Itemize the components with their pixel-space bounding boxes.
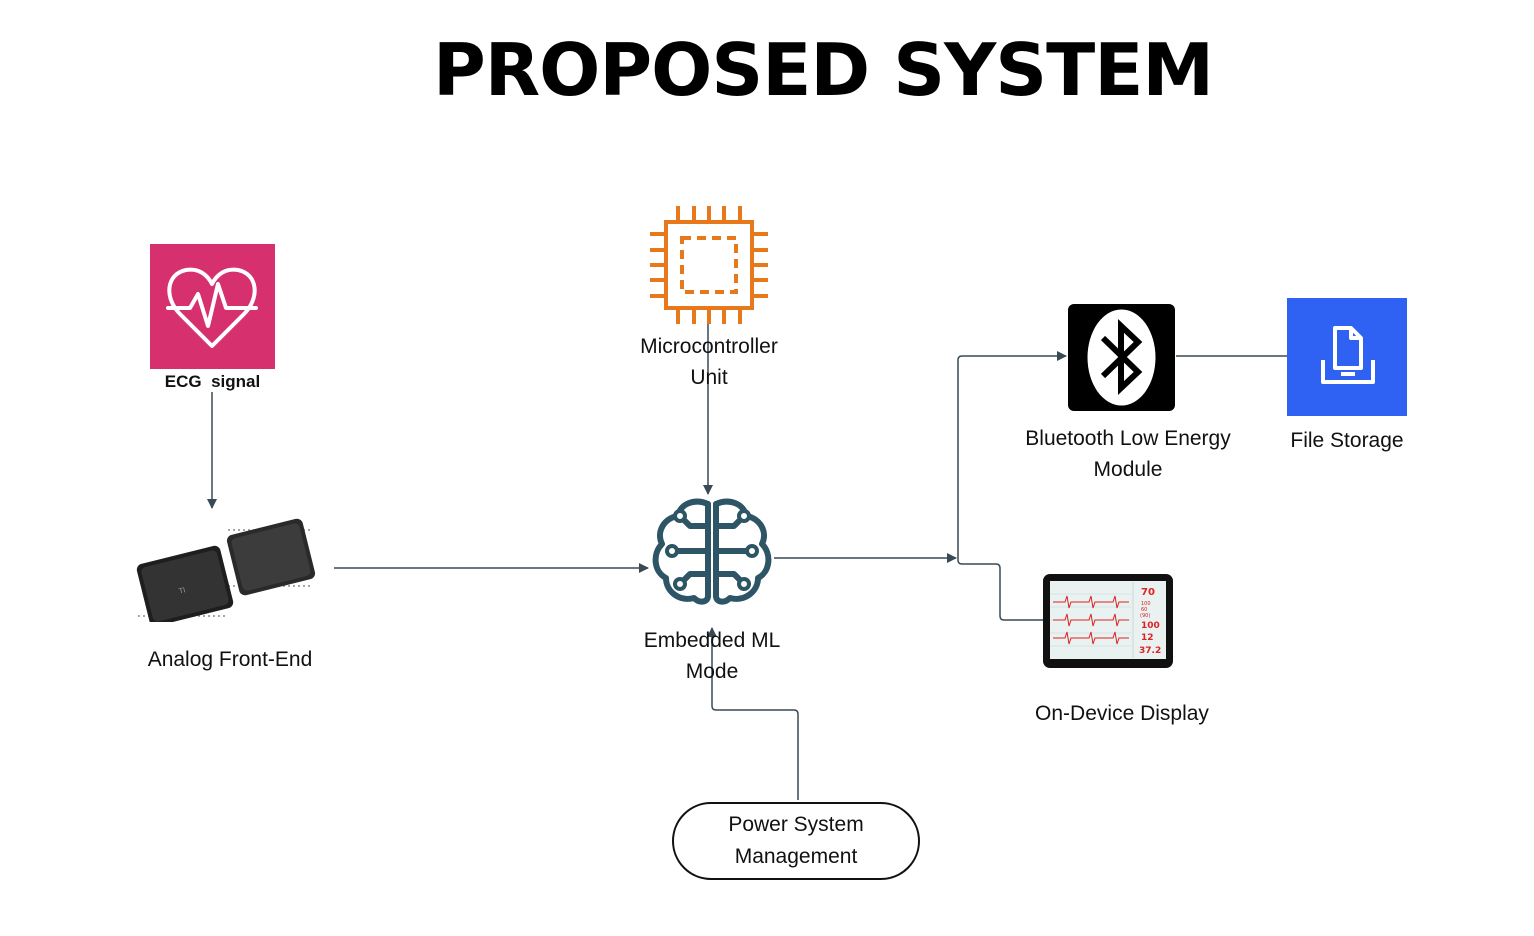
monitor-spo2-value: 100 xyxy=(1141,621,1160,631)
microcontroller-label: Microcontroller Unit xyxy=(600,331,818,393)
heart-pulse-icon xyxy=(166,267,258,348)
file-tray-icon xyxy=(1321,326,1375,384)
embedded-ml-label-line1: Embedded ML xyxy=(643,629,781,652)
on-device-display-label: On-Device Display xyxy=(1035,702,1209,725)
embedded-ml-label: Embedded ML Mode xyxy=(610,625,814,687)
split-to-display-connector xyxy=(957,559,1044,621)
analog-front-end-label: Analog Front-End xyxy=(147,648,313,671)
power-system-node: Power System Management xyxy=(672,802,920,880)
bluetooth-label-line1: Bluetooth Low Energy xyxy=(1025,427,1231,450)
monitor-resp-value: 12 xyxy=(1141,633,1154,643)
file-storage-tile xyxy=(1287,298,1407,416)
bluetooth-label: Bluetooth Low Energy Module xyxy=(1000,423,1256,485)
cpu-chip-icon xyxy=(650,206,768,324)
ecg-signal-tile xyxy=(150,244,275,369)
split-to-ble-arrow xyxy=(957,351,1067,560)
page-title: PROPOSED SYSTEM xyxy=(432,28,1214,112)
ecg-signal-label: ECG signal xyxy=(164,372,261,391)
vital-monitor-icon: 70 100 60 (90) 100 12 37.2 xyxy=(1043,574,1173,668)
brain-circuit-icon xyxy=(652,498,772,605)
monitor-temp-value: 37.2 xyxy=(1139,646,1161,656)
file-storage-label: File Storage xyxy=(1290,429,1404,452)
microcontroller-label-line1: Microcontroller xyxy=(640,335,778,358)
bluetooth-label-line2: Module xyxy=(1093,458,1163,481)
monitor-bp-sys: 100 xyxy=(1141,601,1151,607)
power-to-ml-arrow xyxy=(707,627,799,800)
monitor-bp-map: (90) xyxy=(1140,613,1150,619)
power-system-label-line1: Power System xyxy=(728,813,864,836)
monitor-hr-value: 70 xyxy=(1141,587,1155,598)
bluetooth-icon xyxy=(1087,309,1156,406)
ic-chips-icon: TI xyxy=(136,518,316,622)
monitor-bp-dia: 60 xyxy=(1141,607,1147,613)
microcontroller-label-line2: Unit xyxy=(690,366,728,389)
power-system-label: Power System Management xyxy=(728,809,863,873)
power-system-label-line2: Management xyxy=(734,845,858,868)
svg-text:TI: TI xyxy=(177,586,186,596)
bluetooth-module-tile xyxy=(1068,304,1175,411)
embedded-ml-label-line2: Mode xyxy=(685,660,739,683)
